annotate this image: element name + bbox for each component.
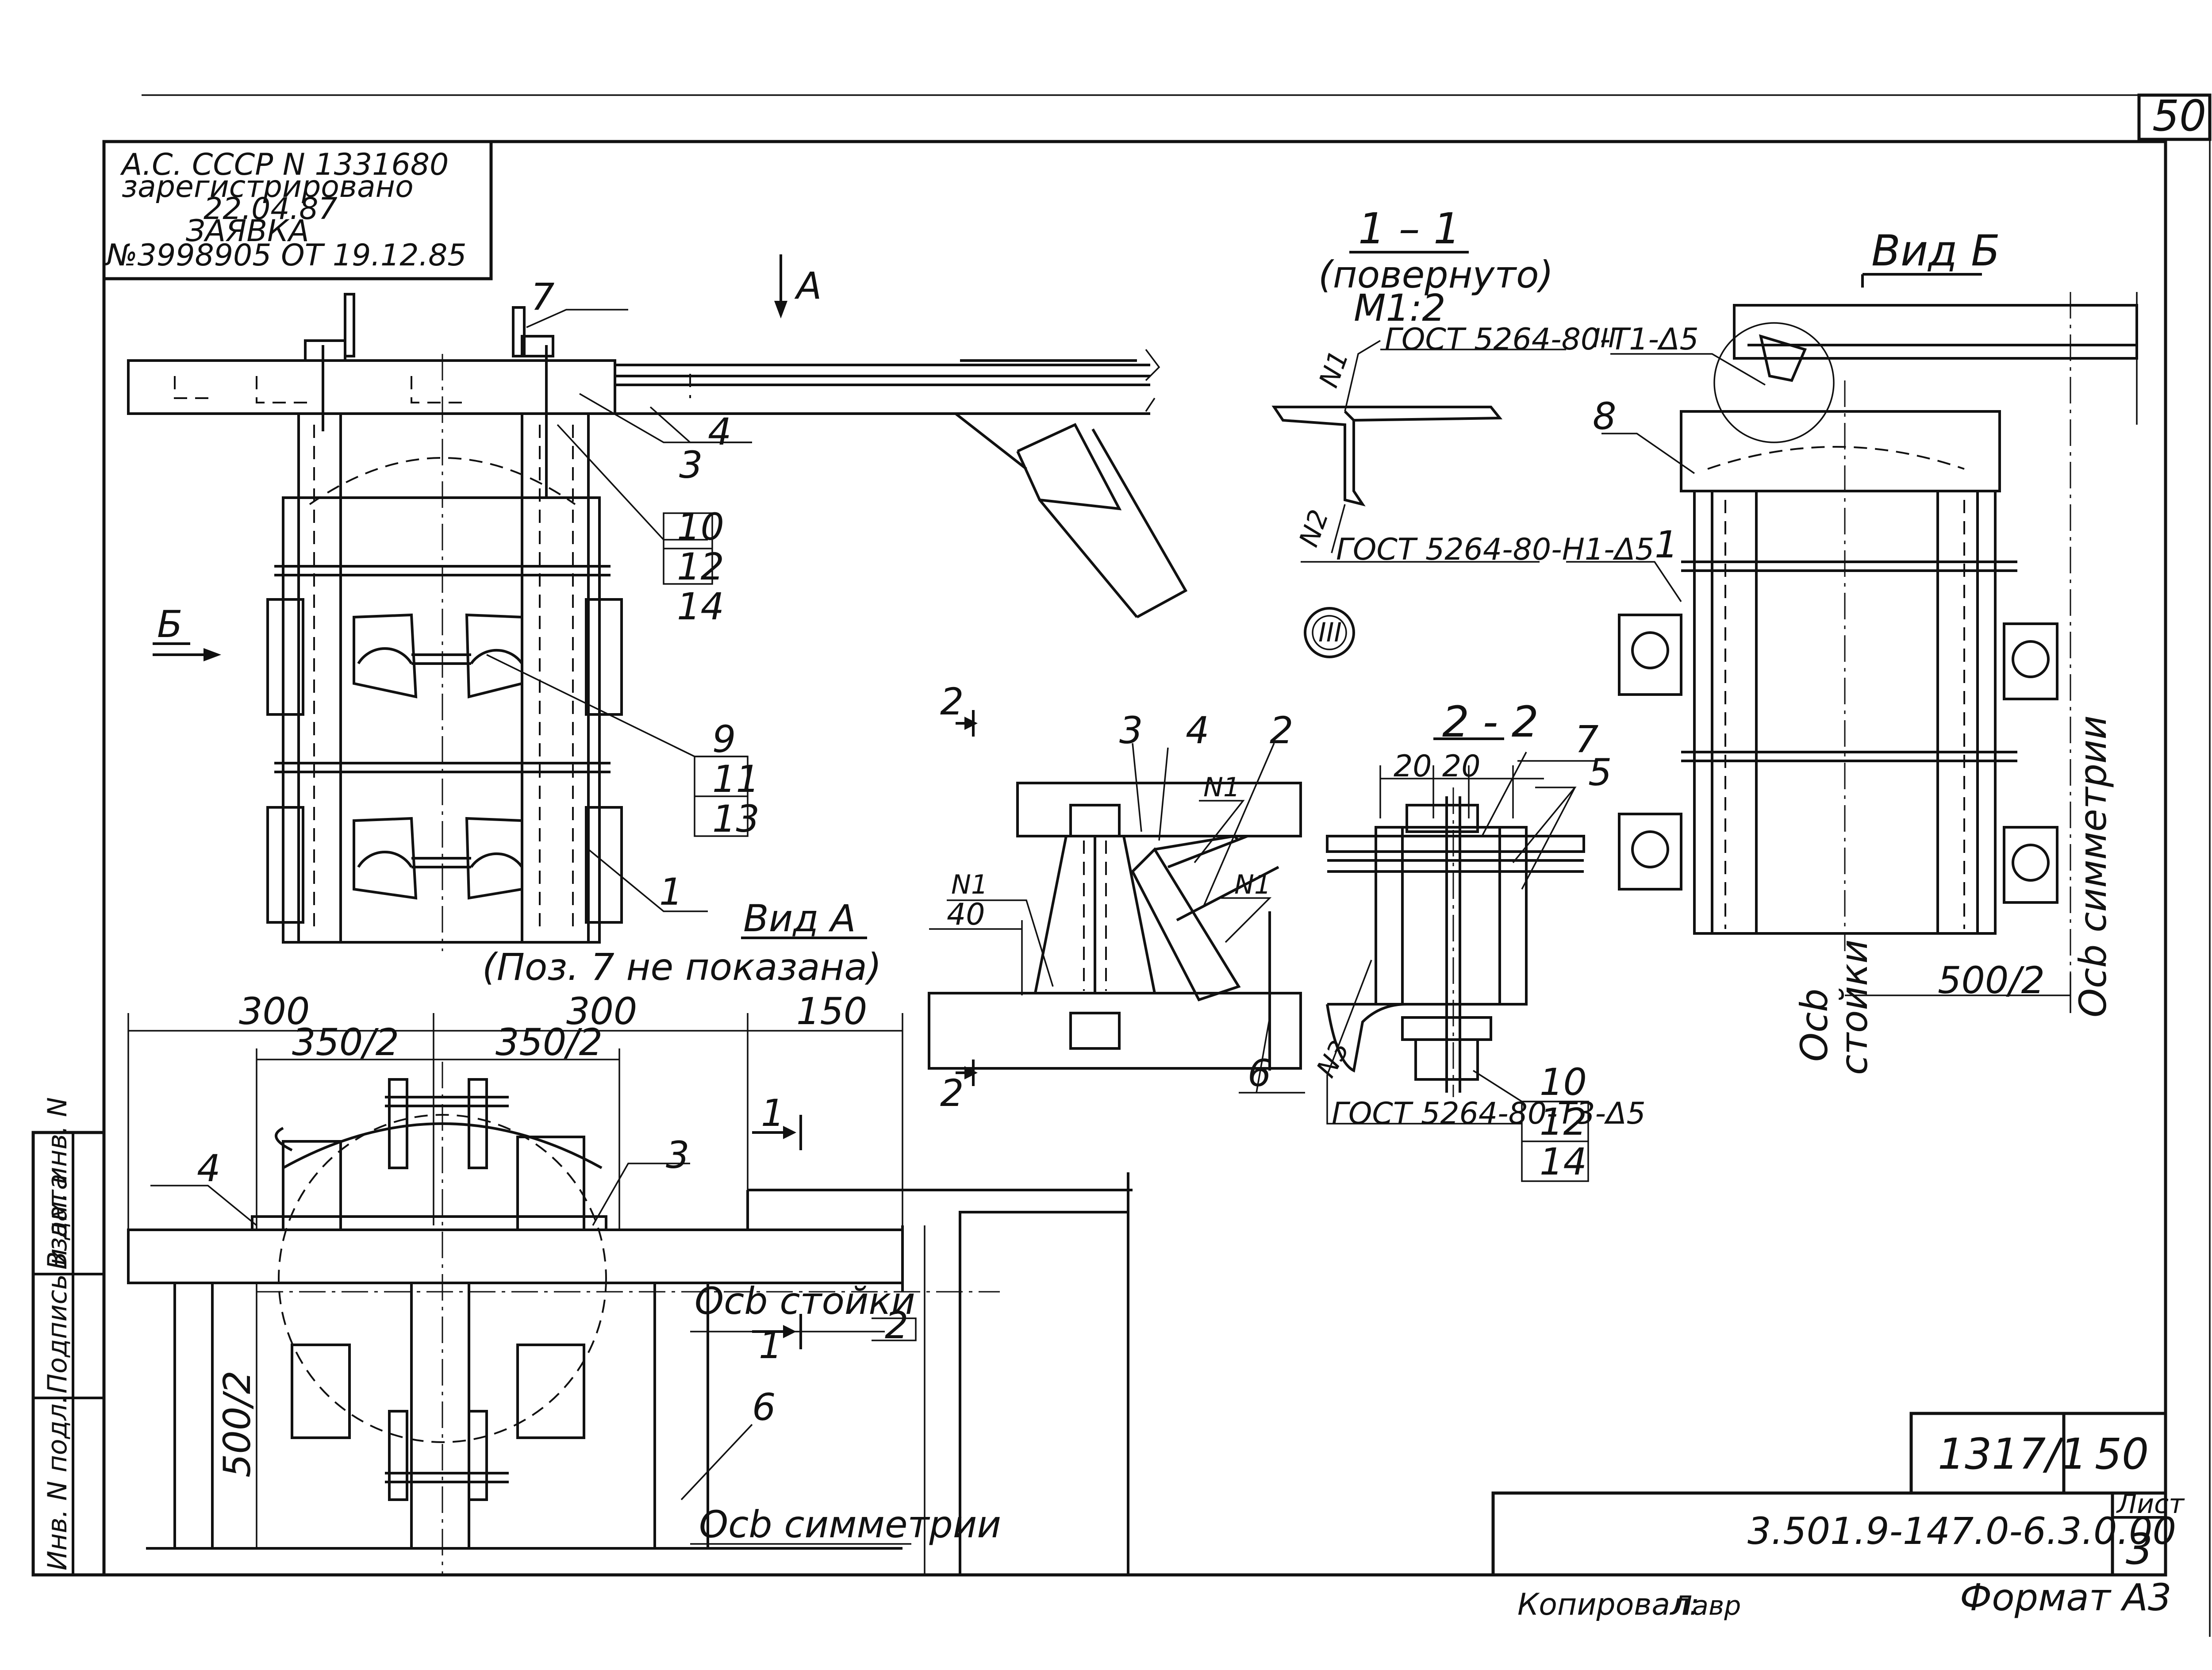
- view-a-stack-mid-1: 9: [712, 718, 736, 761]
- title-sheet-label: Лист: [2116, 1489, 2185, 1520]
- section-1-1-n1: N1: [1313, 346, 1355, 392]
- view-b-title: Вид Б: [1871, 226, 2000, 276]
- section-2-mark-bottom: 2: [940, 1071, 964, 1115]
- plan-section-mark-1-bottom: 1: [759, 1324, 782, 1367]
- plan-dim-300-a: 300: [239, 990, 310, 1033]
- footer-signature: Лавр: [1671, 1590, 1741, 1621]
- section-2-2-dim-b: 20: [1442, 749, 1481, 784]
- section-1-1-weld-1: ГОСТ 5264-80-Т1-Δ5: [1385, 322, 1699, 357]
- patent-line-1: А.С. СССР N 1331680: [120, 147, 449, 182]
- plan-dim-300-b: 300: [566, 990, 637, 1033]
- patent-box: А.С. СССР N 1331680 зарегистрировано 22.…: [104, 142, 493, 280]
- section-1-1-drawing: [1271, 251, 1566, 658]
- view-a-arrow-label: А: [794, 264, 822, 307]
- section-2-2-pos5: 5: [1588, 751, 1612, 794]
- stamp-inv-label: Инв. N подл.: [42, 1395, 73, 1570]
- plan-dim-350-a: 350/2: [292, 1021, 399, 1064]
- section-2-mark-top: 2: [940, 680, 964, 723]
- section-2-2-pos7: 7: [1575, 718, 1598, 761]
- view-b-pos8: 8: [1593, 395, 1616, 438]
- plan-dim-150: 150: [796, 990, 867, 1033]
- section-1-1-title: 1 – 1: [1358, 204, 1460, 253]
- detail-n1-c: N1: [1234, 869, 1271, 900]
- title-block: 1317/1 50 3.501.9-147.0-6.3.0.00 Лист 3: [1491, 1412, 2185, 1577]
- plan-drawing: [127, 1013, 1133, 1576]
- plan-dim-350-b: 350/2: [495, 1021, 603, 1064]
- detail-pos3: 3: [1119, 709, 1143, 752]
- view-a-stack-mid-2: 11: [712, 757, 760, 801]
- view-a-stack-top-1: 10: [677, 505, 724, 549]
- view-b-axis-post-1: Осb: [1793, 988, 1836, 1062]
- detail-marker: III: [1318, 617, 1342, 648]
- view-a-drawing: [127, 254, 1188, 951]
- section-1-1-subtitle: (повернуто): [1318, 253, 1553, 296]
- plan-pos4: 4: [197, 1147, 220, 1190]
- detail-pos6: 6: [1248, 1052, 1271, 1095]
- view-a-pos3: 3: [679, 443, 703, 487]
- plan-axis-post: Осb стойки: [695, 1279, 915, 1323]
- detail-pos2: 2: [1270, 709, 1293, 752]
- patent-line-4: ЗАЯВКА: [186, 214, 309, 249]
- stamp-sign-label: Подпись и дата: [42, 1174, 73, 1394]
- plan-dim-500: 500/2: [215, 1371, 259, 1478]
- sheet-number-top: 50: [2152, 91, 2206, 141]
- patent-line-2: зарегистрировано: [122, 169, 414, 204]
- section-2-2-weld: ГОСТ 5264-80-Т3-Δ5: [1332, 1096, 1646, 1131]
- section-1-1-scale: М1:2: [1354, 286, 1446, 330]
- footer: Копировал: Лавр Формат А3: [1517, 1576, 2171, 1622]
- patent-line-5: №3998905 ОТ 19.12.85: [104, 238, 467, 273]
- title-code-2: 50: [2095, 1429, 2149, 1479]
- detail-section-drawing: [928, 710, 1305, 1094]
- view-a-pos7: 7: [531, 275, 554, 319]
- view-b-dim-500: 500/2: [1938, 959, 2045, 1002]
- plan-axis-symmetry: Осb симметрии: [699, 1503, 1001, 1546]
- view-a-note: (Поз. 7 не показана): [482, 945, 882, 989]
- section-2-2-stack-2: 12: [1540, 1100, 1587, 1144]
- side-stamp: Инв. N подл. Подпись и дата Взам. инв. N: [31, 1097, 106, 1577]
- footer-copied: Копировал:: [1517, 1587, 1699, 1622]
- section-2-2-title: 2 - 2: [1442, 697, 1539, 747]
- view-b-axis-symmetry: Осb симметрии: [2071, 715, 2115, 1017]
- plan-pos3: 3: [666, 1133, 689, 1177]
- detail-pos4: 4: [1186, 709, 1209, 752]
- view-b-arrow-label: Б: [157, 603, 183, 646]
- detail-n1-b: N1: [951, 869, 988, 900]
- title-sheet-number: 3: [2126, 1524, 2153, 1574]
- plan-section-mark-1-top: 1: [761, 1091, 784, 1135]
- section-2-2-stack-3: 14: [1540, 1140, 1587, 1183]
- view-a-stack-top-2: 12: [677, 545, 724, 588]
- section-2-2-dim-a: 20: [1394, 749, 1432, 784]
- footer-format: Формат А3: [1960, 1576, 2171, 1619]
- view-a-title: Вид А: [743, 897, 856, 940]
- title-code-1: 1317/1: [1938, 1429, 2087, 1479]
- sheet-frame: 50: [102, 91, 2212, 1637]
- section-2-2-drawing: [1326, 737, 1597, 1182]
- title-designation: 3.501.9-147.0-6.3.0.00: [1747, 1509, 2176, 1553]
- view-a-pos4: 4: [708, 410, 731, 453]
- section-2-2-n3: N3: [1310, 1036, 1356, 1083]
- view-b-detail: III: [1593, 323, 1616, 354]
- view-b-pos1: 1: [1655, 523, 1678, 566]
- plan-pos2: 2: [885, 1304, 908, 1347]
- view-a-pos1: 1: [659, 870, 683, 914]
- view-a-stack-mid-3: 13: [712, 797, 760, 841]
- patent-line-3: 22.04.87: [204, 192, 338, 227]
- view-b-drawing: [1566, 273, 2138, 1013]
- detail-n1-a: N1: [1203, 772, 1240, 803]
- detail-dim-40: 40: [947, 897, 985, 932]
- view-b-axis-post-2: стойки: [1832, 940, 1876, 1075]
- stamp-replace-label: Взам. инв. N: [42, 1097, 73, 1270]
- section-2-2-stack-1: 10: [1540, 1060, 1587, 1104]
- plan-pos6: 6: [752, 1386, 776, 1429]
- section-1-1-n2: N2: [1293, 506, 1335, 551]
- view-a-stack-top-3: 14: [677, 585, 724, 628]
